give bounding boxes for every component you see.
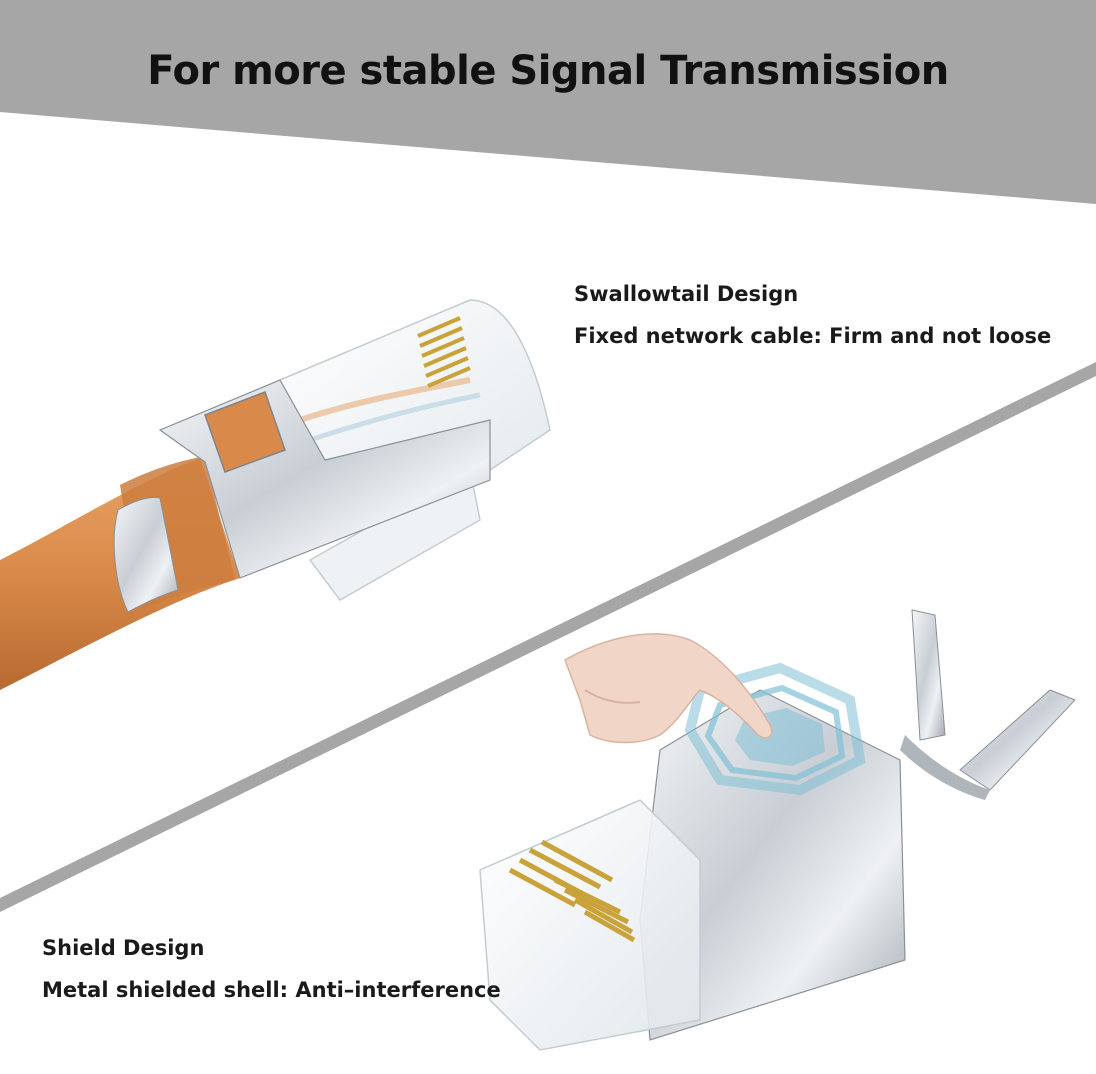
hand-icon — [564, 633, 773, 744]
feature-shield: Shield Design Metal shielded shell: Anti… — [42, 927, 501, 1011]
rj45-shielded-connector — [479, 609, 1076, 1051]
gold-contacts-bottom — [508, 839, 636, 943]
feature-description: Fixed network cable: Firm and not loose — [574, 324, 1052, 348]
feature-description: Metal shielded shell: Anti–interference — [42, 978, 501, 1002]
page-title: For more stable Signal Transmission — [147, 48, 949, 94]
feature-swallowtail: Swallowtail Design Fixed network cable: … — [574, 273, 1051, 357]
feature-title: Swallowtail Design — [574, 282, 799, 306]
banner-background — [0, 0, 1096, 204]
gold-contacts — [417, 316, 471, 388]
clear-plug-front — [479, 799, 701, 1051]
swallowtail-clip — [113, 497, 179, 613]
feature-title: Shield Design — [42, 936, 205, 960]
diagonal-divider — [0, 362, 1096, 912]
rj45-connector-icon — [0, 299, 551, 690]
